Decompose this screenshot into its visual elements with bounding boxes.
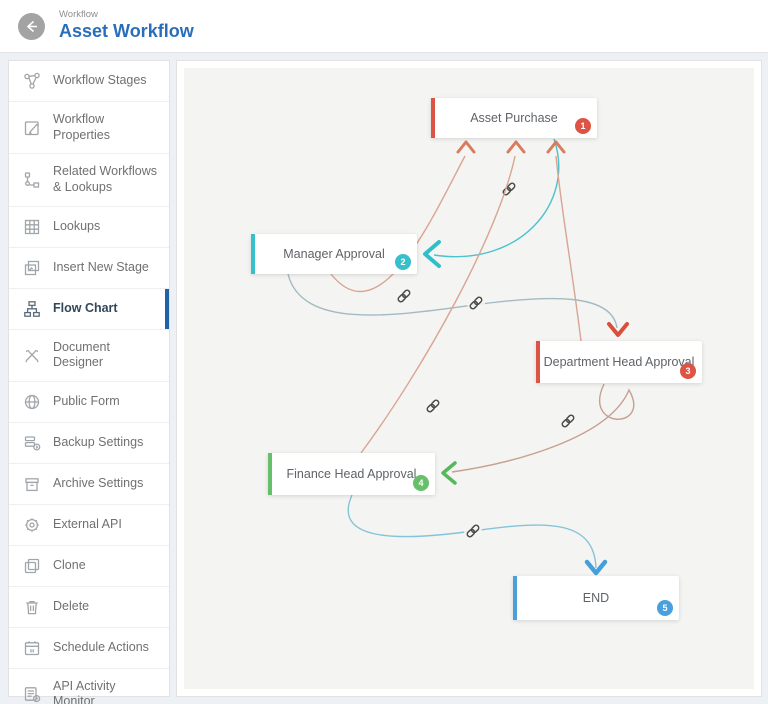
link-icon-finance-to-asset[interactable] [424,397,442,415]
page-title: Asset Workflow [59,21,194,42]
calendar-icon [22,638,42,658]
stage-number-badge: 1 [575,118,591,134]
sidebar-item-workflow-stages[interactable]: Workflow Stages [9,61,169,102]
flow-node-dept-head-approval[interactable]: Department Head Approval 3 [536,341,702,383]
sidebar-menu: Workflow Stages Workflow Properties Rela… [9,61,169,704]
flowchart-panel: Asset Purchase 1 Manager Approval 2 Depa… [176,60,762,697]
connector-dept-to-finance [451,383,635,473]
arrowhead-asset-to-manager [423,240,441,268]
page-header: Workflow Asset Workflow [0,0,768,53]
sidebar-item-flow-chart[interactable]: Flow Chart [9,288,169,330]
sidebar-item-public-form[interactable]: Public Form [9,382,169,423]
connector-finance-to-asset [360,155,516,454]
left-arrow-icon [26,20,37,32]
flow-node-manager-approval[interactable]: Manager Approval 2 [251,234,417,274]
arrowhead-dept-to-asset [546,140,566,154]
breadcrumb: Workflow [59,9,98,21]
link-icon-manager-to-dept[interactable] [467,294,485,312]
arrowhead-dept-to-finance [441,461,457,485]
arrowhead-manager-to-asset [456,140,476,154]
flow-node-end[interactable]: END 5 [513,576,679,620]
stage-label: Finance Head Approval [286,467,417,481]
props-icon [22,118,42,138]
insert-icon [22,258,42,278]
sidebar-item-clone[interactable]: Clone [9,546,169,587]
monitor-icon [22,684,42,704]
stage-number-badge: 2 [395,254,411,270]
sidebar-item-workflow-properties[interactable]: Workflow Properties [9,102,169,155]
sidebar-item-api-activity-monitor[interactable]: API Activity Monitor [9,669,169,704]
stage-label: Department Head Approval [543,355,695,369]
grid-icon [22,217,42,237]
sidebar-item-lookups[interactable]: Lookups [9,207,169,248]
stage-label: Manager Approval [283,247,385,261]
connector-layer [287,138,635,576]
gear-icon [22,515,42,535]
stage-label: END [582,591,610,605]
link-icon-manager-to-asset[interactable] [395,287,413,305]
connector-asset-to-manager [433,138,560,258]
stage-number-badge: 5 [657,600,673,616]
designer-icon [22,345,42,365]
stage-number-badge: 3 [680,363,696,379]
connector-dept-to-asset [555,155,582,342]
stage-label: Asset Purchase [470,111,558,125]
arrowhead-manager-to-dept [607,322,629,337]
arrowhead-finance-to-end [584,559,608,576]
stages-icon [22,71,42,91]
link-icon-finance-to-end[interactable] [464,522,482,540]
flow-node-asset-purchase[interactable]: Asset Purchase 1 [431,98,597,138]
sidebar-item-external-api[interactable]: External API [9,505,169,546]
sidebar: Workflow Stages Workflow Properties Rela… [8,60,170,704]
sidebar-item-archive-settings[interactable]: Archive Settings [9,464,169,505]
related-icon [22,170,42,190]
flow-icon [22,299,42,319]
flow-node-finance-head-approval[interactable]: Finance Head Approval 4 [268,453,435,495]
sidebar-item-insert-new-stage[interactable]: Insert New Stage [9,248,169,289]
clone-icon [22,556,42,576]
sidebar-item-related-workflows[interactable]: Related Workflows & Lookups [9,154,169,207]
connector-manager-to-dept [287,273,618,329]
archive-icon [22,474,42,494]
backup-icon [22,433,42,453]
flowchart-canvas: Asset Purchase 1 Manager Approval 2 Depa… [184,68,754,689]
trash-icon [22,597,42,617]
stage-number-badge: 4 [413,475,429,491]
link-icon-dept-to-finance[interactable] [559,412,577,430]
link-icon-asset-to-manager[interactable] [500,180,518,198]
sidebar-item-document-designer[interactable]: Document Designer [9,330,169,382]
back-button[interactable] [18,12,45,40]
arrowhead-finance-to-asset [506,140,526,154]
globe-icon [22,392,42,412]
sidebar-item-backup-settings[interactable]: Backup Settings [9,423,169,464]
sidebar-item-delete[interactable]: Delete [9,587,169,628]
sidebar-item-schedule-actions[interactable]: Schedule Actions [9,628,169,669]
